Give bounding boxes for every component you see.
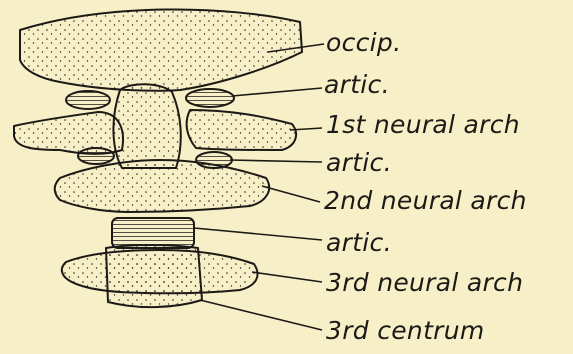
articulation-disc-3 (112, 218, 194, 248)
first-neural-arch-right (187, 110, 296, 150)
central-process (113, 84, 180, 168)
first-neural-arch-left (14, 112, 123, 154)
label-artic-3: artic. (326, 230, 392, 255)
leader-artic-3 (194, 228, 322, 240)
articulation-disc-1-left (66, 91, 110, 109)
label-artic-2: artic. (326, 150, 392, 175)
second-neural-arch (55, 160, 269, 212)
label-neural-arch-2: 2nd neural arch (324, 188, 527, 213)
articulation-disc-1-right (186, 89, 234, 107)
leader-artic-1 (232, 88, 322, 96)
label-artic-1: artic. (324, 72, 390, 97)
leader-artic-2 (230, 160, 322, 162)
label-centrum-3: 3rd centrum (326, 318, 485, 343)
leader-centrum-3 (200, 300, 322, 330)
label-neural-arch-3: 3rd neural arch (326, 270, 523, 295)
articulation-disc-2-left (78, 148, 114, 164)
label-occip: occip. (326, 30, 401, 55)
label-neural-arch-1: 1st neural arch (326, 112, 520, 137)
third-centrum (106, 245, 202, 307)
occipital-bone (20, 9, 302, 90)
leader-neural-arch-3 (252, 272, 322, 282)
leader-neural-arch-2 (262, 186, 320, 202)
articulation-disc-2-right (196, 152, 232, 168)
